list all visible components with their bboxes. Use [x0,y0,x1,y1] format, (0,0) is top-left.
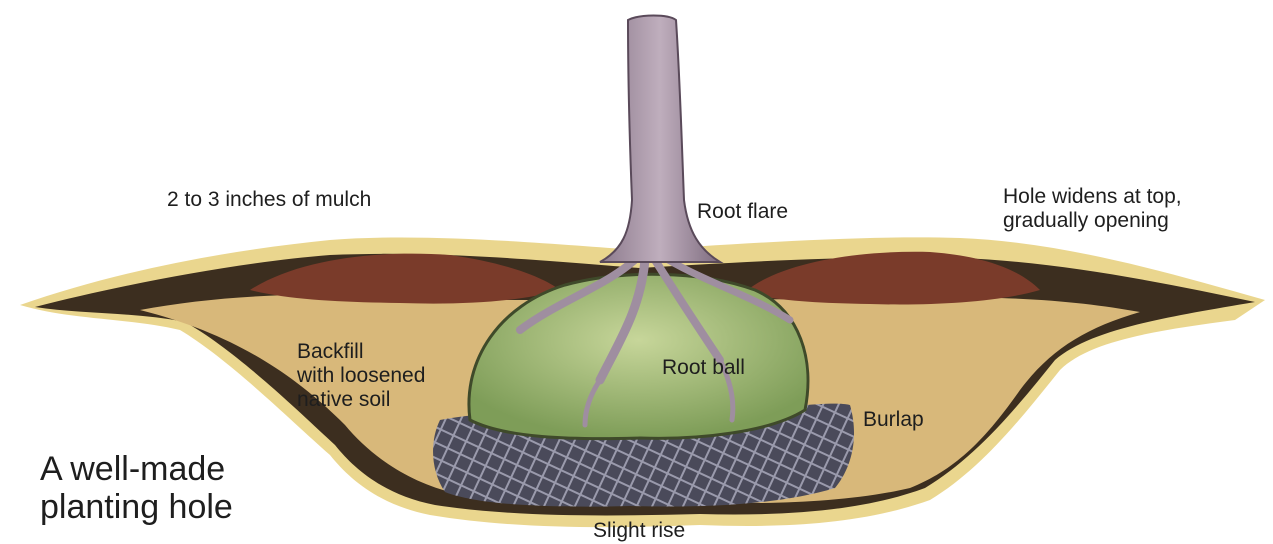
label-hole-widens: Hole widens at top, gradually opening [1003,185,1182,233]
label-root-ball: Root ball [662,356,745,380]
tree-trunk [600,16,720,263]
label-root-flare: Root flare [697,200,788,224]
label-burlap: Burlap [863,408,924,432]
label-mulch: 2 to 3 inches of mulch [167,188,371,212]
label-backfill: Backfill with loosened native soil [297,340,425,412]
diagram-title: A well-made planting hole [40,450,233,526]
label-slight-rise: Slight rise [593,519,685,543]
